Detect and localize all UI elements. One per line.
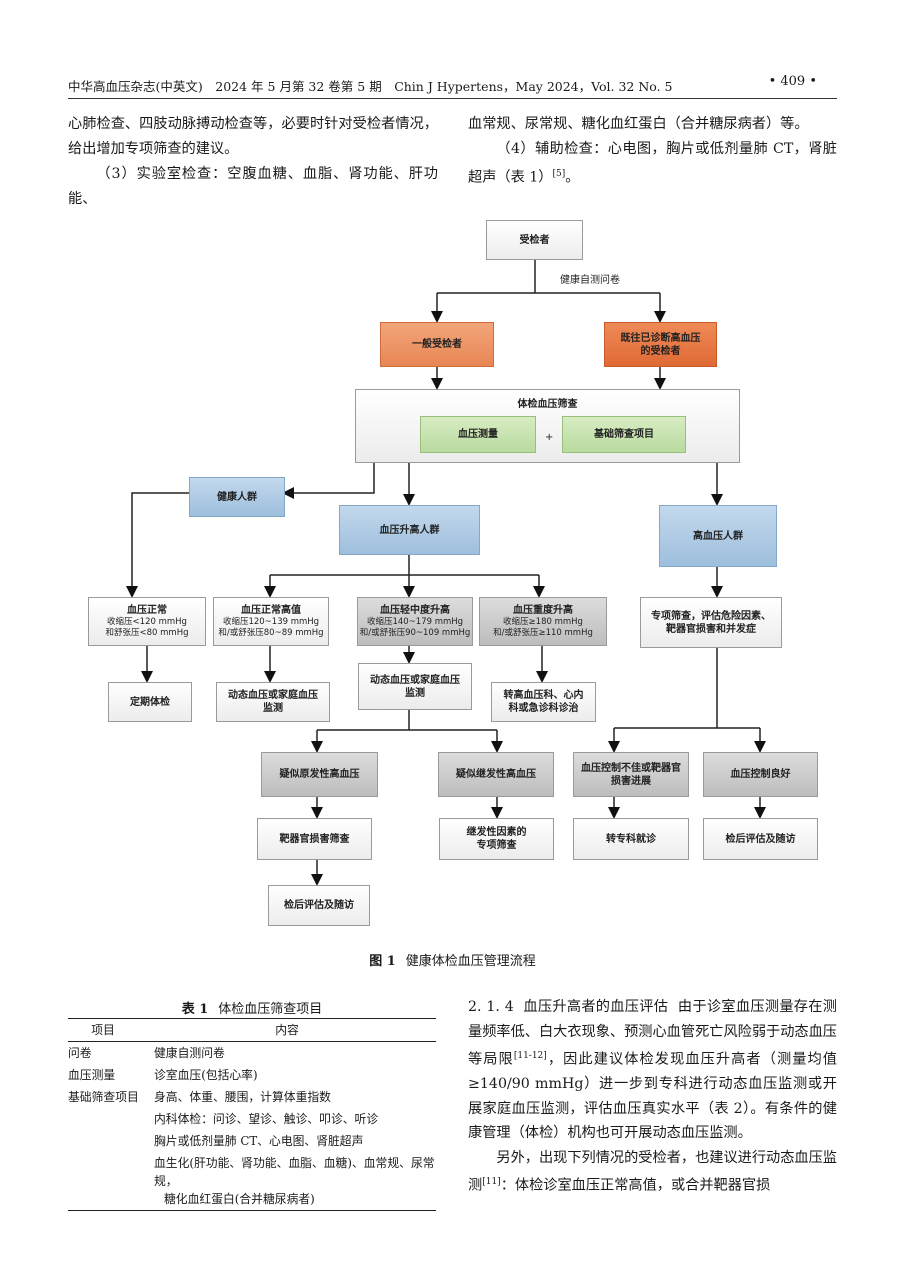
table-row: 血压测量 诊室血压(包括心率) xyxy=(68,1068,258,1082)
journal-header: 中华高血压杂志(中英文) 2024 年 5 月第 32 卷第 5 期 Chin … xyxy=(68,79,673,94)
paragraph: 心肺检查、四肢动脉搏动检查等，必要时针对受检者情况，给出增加专项筛查的建议。 xyxy=(68,116,438,157)
top-right-column: 血常规、尿常规、糖化血红蛋白（合并糖尿病者）等。 （4）辅助检查：心电图，胸片或… xyxy=(468,112,837,191)
flowchart-figure: 受检者 健康自测问卷 一般受检者 既往已诊断高血压 的受检者 体检血压筛查 血压… xyxy=(82,205,822,933)
paragraph: 血常规、尿常规、糖化血红蛋白（合并糖尿病者）等。 xyxy=(468,116,809,132)
bottom-right-column: 2. 1. 4 血压升高者的血压评估 由于诊室血压测量存在测量频率低、白大衣现象… xyxy=(468,995,837,1198)
table-row: 内科体检：问诊、望诊、触诊、叩诊、听诊 xyxy=(154,1112,379,1126)
referral-box: 转高血压科、心内 科或急诊科诊治 xyxy=(491,682,596,722)
regular-checkup-box: 定期体检 xyxy=(108,682,192,722)
ambulatory-monitoring-box-2: 动态血压或家庭血压 监测 xyxy=(358,663,472,710)
connector xyxy=(126,492,189,598)
general-examinee-box: 一般受检者 xyxy=(380,322,494,367)
bp-normal-box: 血压正常 收缩压<120 mmHg 和舒张压<80 mmHg xyxy=(88,597,206,646)
poor-control-box: 血压控制不佳或靶器官 损害进展 xyxy=(573,752,689,797)
table-header-row: 项目 内容 xyxy=(68,1019,436,1041)
citation: [5] xyxy=(552,169,566,179)
plus-sign: + xyxy=(545,432,554,443)
table-row: 胸片或低剂量肺 CT、心电图、肾脏超声 xyxy=(154,1134,364,1148)
specialist-referral-box: 转专科就诊 xyxy=(573,818,689,860)
paragraph: 2. 1. 4 血压升高者的血压评估 由于诊室血压测量存在测量频率低、白大衣现象… xyxy=(468,999,837,1142)
followup-box: 检后评估及随访 xyxy=(268,885,370,926)
flowchart-connectors xyxy=(126,260,766,886)
table-row: 基础筛查项目 身高、体重、腰围，计算体重指数 xyxy=(68,1090,331,1104)
header-rule xyxy=(68,98,837,99)
healthy-group-box: 健康人群 xyxy=(189,477,285,517)
table-row: 血生化(肝功能、肾功能、血脂、血糖)、血常规、尿常规， 糖化血红蛋白(合并糖尿病… xyxy=(154,1156,435,1206)
paragraph: （4）辅助检查：心电图，胸片或低剂量肺 CT，肾脏超声（表 1）[5]。 xyxy=(468,141,837,186)
bp-mild-moderate-box: 血压轻中度升高 收缩压140~179 mmHg 和/或舒张压90~109 mmH… xyxy=(357,597,473,646)
table-rule xyxy=(68,1041,436,1042)
hypertensive-group-box: 高血压人群 xyxy=(659,505,777,567)
target-organ-screening-box: 靶器官损害筛查 xyxy=(257,818,372,860)
paragraph: （3）实验室检查：空腹血糖、血脂、肾功能、肝功能、 xyxy=(68,166,438,207)
special-screening-box: 专项筛查，评估危险因素、 靶器官损害和并发症 xyxy=(640,597,782,648)
bp-measure-box: 血压测量 xyxy=(420,416,536,453)
page-number: • 409 • xyxy=(768,74,817,89)
column-header: 内容 xyxy=(275,1023,299,1037)
column-header: 项目 xyxy=(91,1023,115,1037)
diagnosed-examinee-box: 既往已诊断高血压 的受检者 xyxy=(604,322,717,367)
section-heading: 血压升高者的血压评估 xyxy=(523,999,669,1015)
questionnaire-label: 健康自测问卷 xyxy=(560,275,620,286)
start-box: 受检者 xyxy=(486,220,583,260)
citation: [11] xyxy=(482,1177,501,1188)
basic-items-box: 基础筛查项目 xyxy=(562,416,686,453)
good-control-box: 血压控制良好 xyxy=(703,752,818,797)
citation: [11-12] xyxy=(513,1051,547,1061)
table-row: 问卷 健康自测问卷 xyxy=(68,1046,225,1060)
table-rule xyxy=(68,1018,436,1019)
ambulatory-monitoring-box: 动态血压或家庭血压 监测 xyxy=(216,682,330,722)
followup-box: 检后评估及随访 xyxy=(703,818,818,860)
primary-hypertension-box: 疑似原发性高血压 xyxy=(261,752,378,797)
bp-severe-box: 血压重度升高 收缩压≥180 mmHg 和/或舒张压≥110 mmHg xyxy=(479,597,607,646)
top-left-column: 心肺检查、四肢动脉搏动检查等，必要时针对受检者情况，给出增加专项筛查的建议。 （… xyxy=(68,112,438,212)
secondary-hypertension-box: 疑似继发性高血压 xyxy=(438,752,554,797)
secondary-factor-screening-box: 继发性因素的 专项筛查 xyxy=(439,818,554,860)
connector xyxy=(282,463,375,499)
section-number: 2. 1. 4 xyxy=(468,999,514,1015)
table-rule xyxy=(68,1210,436,1211)
screening-table: 项目 内容 问卷 健康自测问卷 血压测量 诊室血压(包括心率) 基础筛查项目 身… xyxy=(68,1018,436,1211)
paragraph: 另外，出现下列情况的受检者，也建议进行动态血压监测[11]：体检诊室血压正常高值… xyxy=(468,1149,837,1194)
elevated-group-box: 血压升高人群 xyxy=(339,505,480,555)
bp-high-normal-box: 血压正常高值 收缩压120~139 mmHg 和/或舒张压80~89 mmHg xyxy=(213,597,329,646)
